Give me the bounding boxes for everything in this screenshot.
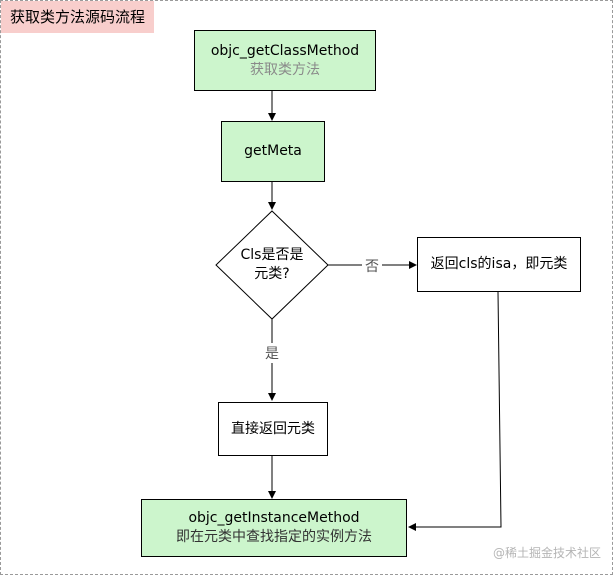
decision-label-line2: 元类? [254,266,290,282]
node-get-class-method-title: objc_getClassMethod [210,42,360,59]
node-return-meta: 直接返回元类 [218,402,328,456]
node-return-isa-title: 返回cls的isa，即元类 [430,256,568,272]
decision-label-line1: Cls是否是 [240,247,304,263]
decision-label: Cls是否是 元类? [222,242,322,288]
node-get-class-method: objc_getClassMethod 获取类方法 [194,30,376,91]
node-get-meta-title: getMeta [244,143,302,159]
node-return-isa: 返回cls的isa，即元类 [417,237,581,292]
node-get-instance-method: objc_getInstanceMethod 即在元类中查找指定的实例方法 [141,499,407,557]
watermark: @稀土掘金技术社区 [492,546,601,560]
diagram-title: 获取类方法源码流程 [1,1,154,33]
node-return-meta-title: 直接返回元类 [231,420,315,437]
node-get-instance-method-subtitle: 即在元类中查找指定的实例方法 [176,529,372,545]
edge-label-yes: 是 [262,343,282,363]
edge-returnisa-to-instancemethod [408,291,502,531]
node-get-class-method-subtitle: 获取类方法 [250,61,320,78]
node-get-meta: getMeta [221,121,325,182]
node-get-instance-method-title: objc_getInstanceMethod [188,510,360,526]
edge-label-no: 否 [362,256,382,276]
